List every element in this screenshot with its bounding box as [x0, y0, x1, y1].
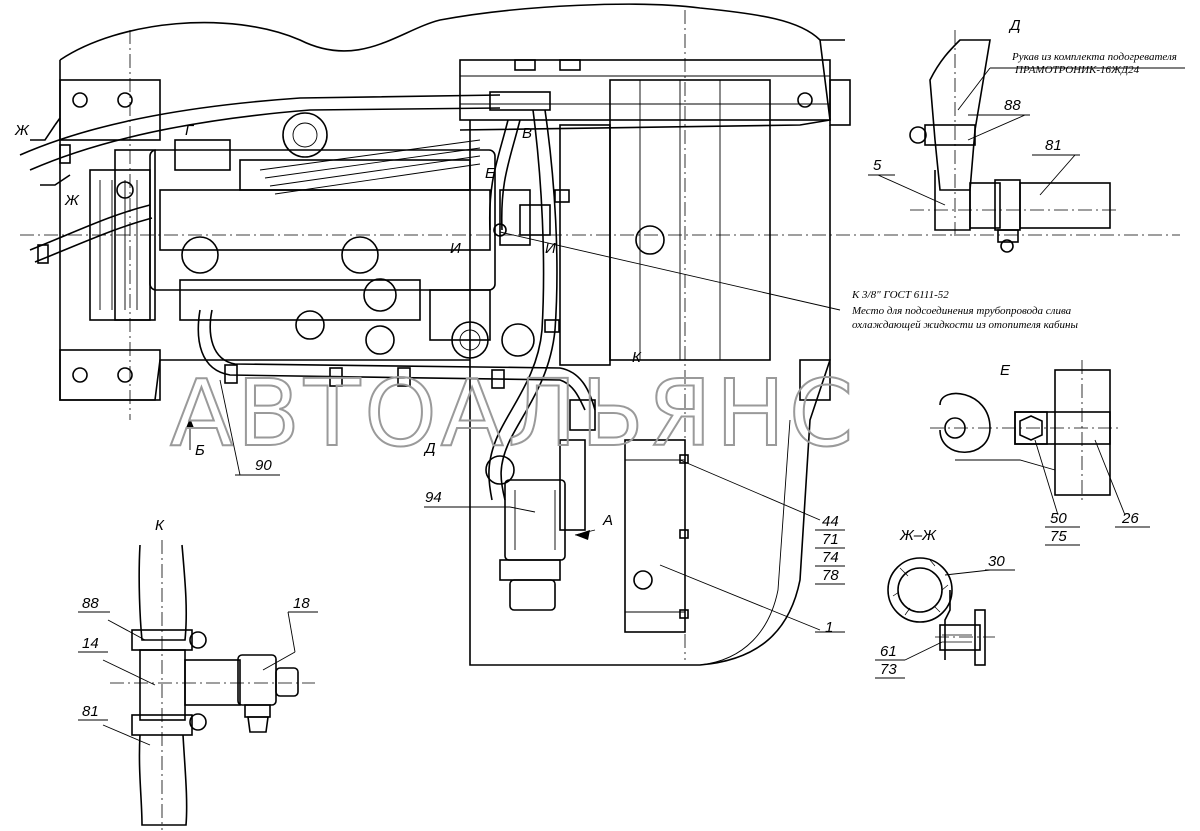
section-zh-label: Ж–Ж: [899, 527, 937, 544]
view-k: [102, 540, 315, 830]
plug-note-line3: охлаждающей жидкости из отопителя кабины: [852, 319, 1079, 331]
callout-d-5: 5: [873, 157, 882, 174]
leader-lines: [186, 231, 841, 631]
callout-k-18: 18: [293, 595, 310, 612]
callout-main-1: 1: [825, 619, 833, 636]
callout-k-88: 88: [82, 595, 99, 612]
callout-zh-30: 30: [988, 553, 1005, 570]
section-zh: [887, 557, 995, 666]
callout-e-75: 75: [1050, 528, 1067, 545]
view-mark-b: Б: [195, 442, 205, 459]
heater-unit: [485, 399, 596, 611]
view-mark-i-left: И: [450, 240, 461, 257]
callout-zh-61: 61: [880, 643, 897, 660]
cab-panel: [469, 59, 831, 666]
view-mark-v: В: [522, 125, 532, 142]
callout-71: 71: [822, 531, 839, 548]
callout-main-90: 90: [255, 457, 272, 474]
watermark-text: АВТОАЛЬЯНС: [170, 360, 857, 467]
view-mark-a: А: [602, 512, 613, 529]
callout-74: 74: [822, 549, 839, 566]
hose-note-line1: Рукав из комплекта подогревателя: [1011, 51, 1177, 63]
plug-note-line1: К 3/8" ГОСТ 6111-52: [851, 289, 949, 301]
callout-main-94: 94: [425, 489, 442, 506]
callout-44: 44: [822, 513, 839, 530]
view-mark-g: Г: [185, 122, 195, 139]
view-d-label: Д: [1008, 17, 1021, 34]
callout-d-81: 81: [1045, 137, 1062, 154]
section-mark-zh-top: Ж: [14, 122, 30, 139]
section-marks: [30, 117, 71, 186]
hose-note-line2: ПРАМОТРОНИК-16ЖД24: [1014, 64, 1140, 76]
callout-zh-73: 73: [880, 661, 897, 678]
callout-k-14: 14: [82, 635, 99, 652]
callout-d-88: 88: [1004, 97, 1021, 114]
view-mark-i-right: И: [545, 240, 556, 257]
view-mark-k: К: [632, 349, 642, 366]
callout-k-81: 81: [82, 703, 99, 720]
callout-e-50: 50: [1050, 510, 1067, 527]
callout-e-26: 26: [1121, 510, 1139, 527]
section-mark-zh-bottom: Ж: [64, 192, 80, 209]
view-mark-e: Е: [485, 165, 496, 182]
callout-78: 78: [822, 567, 839, 584]
view-mark-d: Д: [423, 440, 436, 457]
callout-underlines: [78, 114, 1150, 721]
battery-box: [624, 439, 689, 633]
chassis-frame: [20, 3, 1180, 660]
view-e: [930, 360, 1126, 516]
view-e-label: Е: [1000, 362, 1011, 379]
view-k-label: К: [155, 517, 165, 534]
plug-note-line2: Место для подсоединения трубопровода сли…: [851, 305, 1072, 317]
engine-block: [89, 112, 551, 359]
view-d: [877, 30, 1185, 253]
